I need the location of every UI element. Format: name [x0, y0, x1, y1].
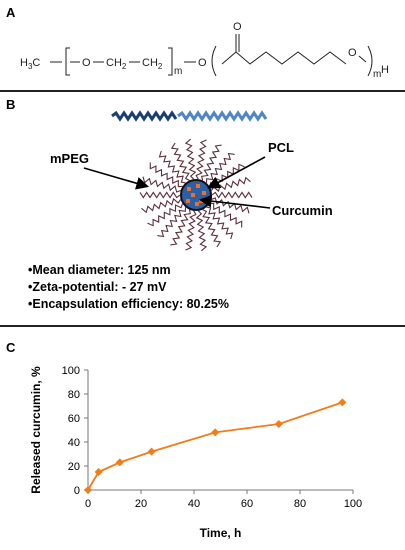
chemical-structure: H3C O CH2 CH2 m O O O m H	[20, 21, 389, 80]
corona-arm	[170, 142, 190, 181]
bracket-close-1	[168, 47, 173, 76]
corona-arm	[142, 176, 181, 193]
y-tick-label: 20	[68, 461, 80, 473]
property-zeta-potential: •Zeta-potential: - 27 mV	[28, 280, 167, 294]
mpeg-arrow	[83, 167, 150, 190]
panel-divider-2	[0, 325, 405, 327]
ether-oxygen-2: O	[198, 57, 207, 69]
ester-oxygen: O	[348, 47, 357, 59]
corona-arm	[157, 207, 187, 238]
release-point	[274, 420, 283, 428]
corona-arm	[184, 138, 197, 180]
corona-arm	[211, 191, 253, 199]
panel-c-label: C	[6, 340, 16, 355]
corona-arm	[202, 209, 222, 248]
corona-arm	[185, 210, 197, 251]
x-tick-label: 60	[241, 498, 253, 510]
micelle-properties: •Mean diameter: 125 nm •Zeta-potential: …	[28, 262, 229, 313]
x-axis-title: Time, h	[200, 526, 242, 540]
x-tick-label: 0	[85, 498, 91, 510]
repeat-m-1: m	[174, 66, 182, 77]
corona-arm	[158, 150, 186, 184]
micelle-diagram: mPEG PCL Curcumin	[50, 110, 333, 252]
curcumin-dot	[191, 193, 195, 197]
panel-b-label: B	[6, 97, 16, 112]
y-tick-label: 100	[62, 365, 80, 377]
corona-arm	[209, 202, 243, 228]
property-mean-diameter: •Mean diameter: 125 nm	[28, 263, 171, 277]
release-point	[115, 458, 124, 467]
panel-a-label: A	[6, 5, 16, 20]
corona-arm	[211, 197, 250, 214]
x-tick-label: 80	[294, 498, 306, 510]
release-point	[94, 468, 103, 476]
corona-arm	[149, 162, 183, 188]
curcumin-dot	[196, 184, 200, 188]
corona-arm	[201, 144, 222, 181]
pcl-block-strand	[177, 110, 268, 122]
release-point	[147, 447, 156, 456]
curcumin-arrow	[198, 194, 271, 209]
carbonyl-oxygen: O	[233, 21, 242, 33]
corona-arm	[141, 197, 182, 214]
paren-close-2	[367, 45, 373, 77]
corona-arm	[170, 209, 191, 246]
y-tick-label: 60	[68, 413, 80, 425]
paren-open-2	[211, 45, 217, 77]
x-tick-label: 20	[135, 498, 147, 510]
repeat-m-2: m	[373, 69, 381, 80]
methylene-2: CH2	[142, 57, 163, 71]
bracket-open-1	[65, 47, 70, 76]
corona-arm	[147, 203, 184, 227]
mpeg-label: mPEG	[50, 151, 89, 166]
methylene-1: CH2	[106, 57, 127, 71]
corona-arm	[210, 176, 251, 193]
curcumin-label: Curcumin	[272, 203, 333, 218]
ch3-group: H3C	[20, 57, 40, 71]
release-series-line	[87, 401, 343, 491]
y-tick-label: 80	[68, 389, 80, 401]
release-point	[338, 398, 347, 407]
peg-block-strand	[111, 110, 178, 122]
y-axis-title: Released curcumin, %	[29, 366, 43, 494]
pcl-label: PCL	[268, 140, 294, 155]
terminal-h: H	[381, 64, 389, 76]
caprolactone-chain	[221, 51, 347, 65]
curcumin-dot	[202, 191, 206, 195]
release-point	[211, 428, 220, 437]
x-tick-label: 40	[188, 498, 200, 510]
y-tick-label: 0	[74, 485, 80, 497]
curcumin-dot	[186, 199, 190, 203]
curcumin-dot	[195, 202, 199, 206]
panel-divider-1	[0, 90, 405, 92]
corona-arm	[139, 191, 181, 199]
corona-arm	[195, 210, 208, 252]
ether-oxygen-1: O	[82, 57, 91, 69]
release-point	[84, 486, 92, 494]
corona-arm	[195, 139, 207, 180]
x-tick-label: 100	[344, 498, 362, 510]
corona-arm	[206, 206, 234, 240]
y-tick-label: 40	[68, 437, 80, 449]
curcumin-dot	[187, 187, 191, 191]
property-encapsulation-efficiency: •Encapsulation efficiency: 80.25%	[28, 297, 229, 311]
pcl-arrow	[207, 156, 266, 189]
